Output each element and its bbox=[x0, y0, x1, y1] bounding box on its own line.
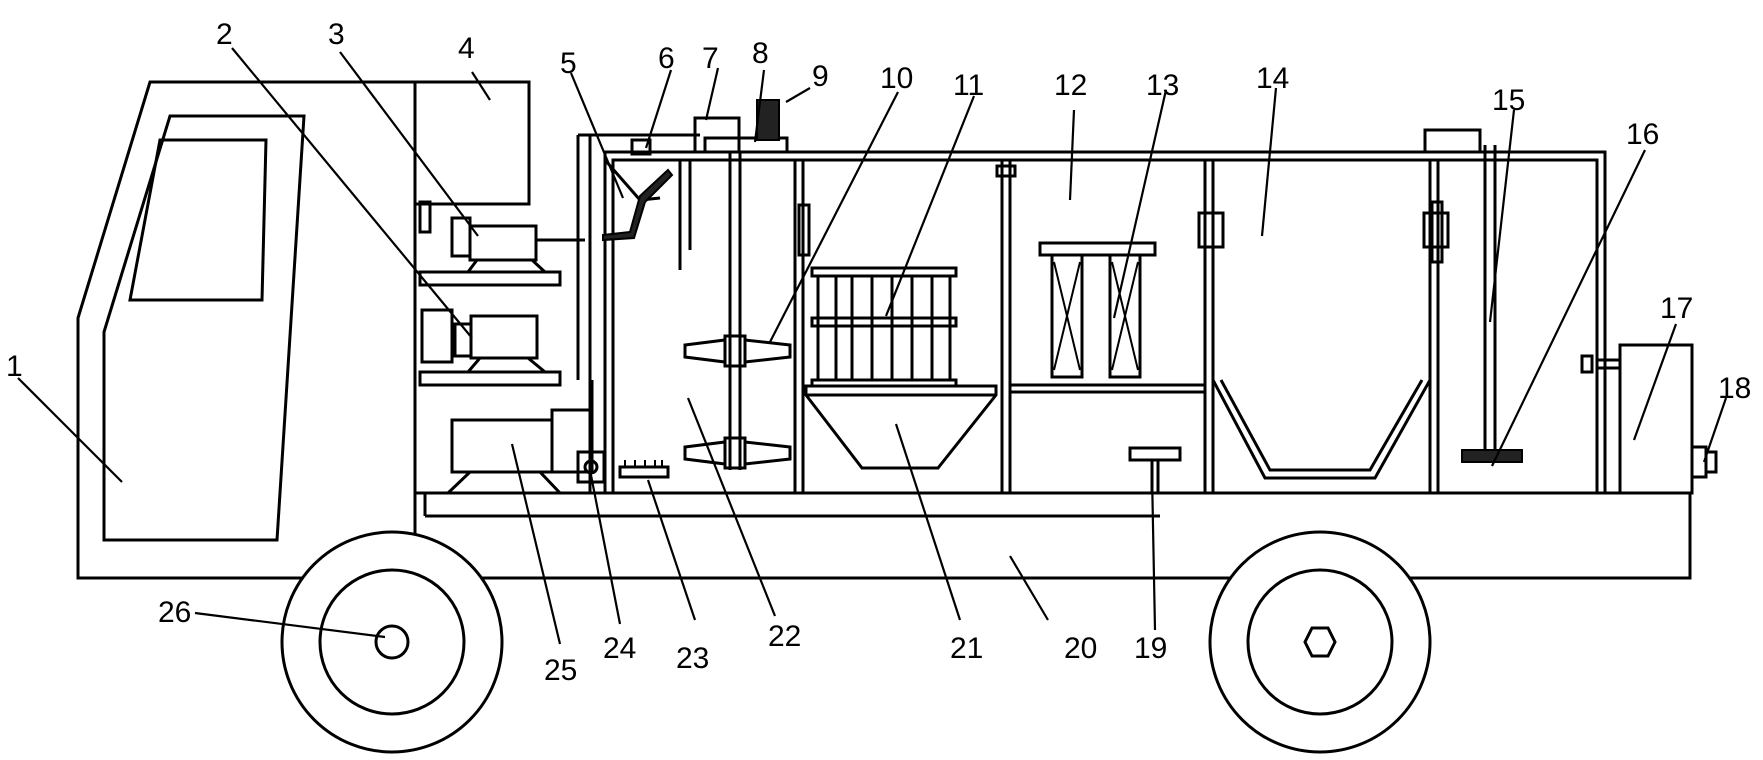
label-9: 9 bbox=[812, 60, 829, 93]
label-4: 4 bbox=[458, 32, 475, 65]
label-14: 14 bbox=[1256, 62, 1289, 95]
label-12: 12 bbox=[1054, 69, 1087, 102]
chassis bbox=[413, 491, 1692, 580]
label-21: 21 bbox=[950, 632, 983, 665]
cab bbox=[76, 80, 417, 580]
label-22: 22 bbox=[768, 620, 801, 653]
label-6: 6 bbox=[658, 42, 675, 75]
label-13: 13 bbox=[1146, 69, 1179, 102]
label-16: 16 bbox=[1626, 118, 1659, 151]
label-11: 11 bbox=[953, 69, 984, 102]
number-labels: 1 2 3 4 5 6 7 8 9 10 11 12 13 14 15 16 1… bbox=[6, 18, 1751, 687]
rear-wheel bbox=[1208, 530, 1432, 754]
label-25: 25 bbox=[544, 654, 577, 687]
label-24: 24 bbox=[603, 632, 636, 665]
label-17: 17 bbox=[1660, 292, 1693, 325]
label-1: 1 bbox=[6, 350, 23, 383]
label-23: 23 bbox=[676, 642, 709, 675]
tank-body bbox=[576, 99, 1718, 495]
label-20: 20 bbox=[1064, 632, 1097, 665]
leader-lines bbox=[17, 47, 1728, 645]
label-15: 15 bbox=[1492, 84, 1525, 117]
label-3: 3 bbox=[328, 18, 345, 51]
label-19: 19 bbox=[1134, 632, 1167, 665]
label-10: 10 bbox=[880, 62, 913, 95]
label-18: 18 bbox=[1718, 372, 1751, 405]
label-2: 2 bbox=[216, 18, 233, 51]
label-8: 8 bbox=[752, 37, 769, 70]
front-wheel bbox=[280, 530, 504, 754]
label-5: 5 bbox=[560, 47, 577, 80]
label-26: 26 bbox=[158, 596, 191, 629]
label-7: 7 bbox=[702, 42, 719, 75]
equipment-rack bbox=[413, 80, 606, 495]
